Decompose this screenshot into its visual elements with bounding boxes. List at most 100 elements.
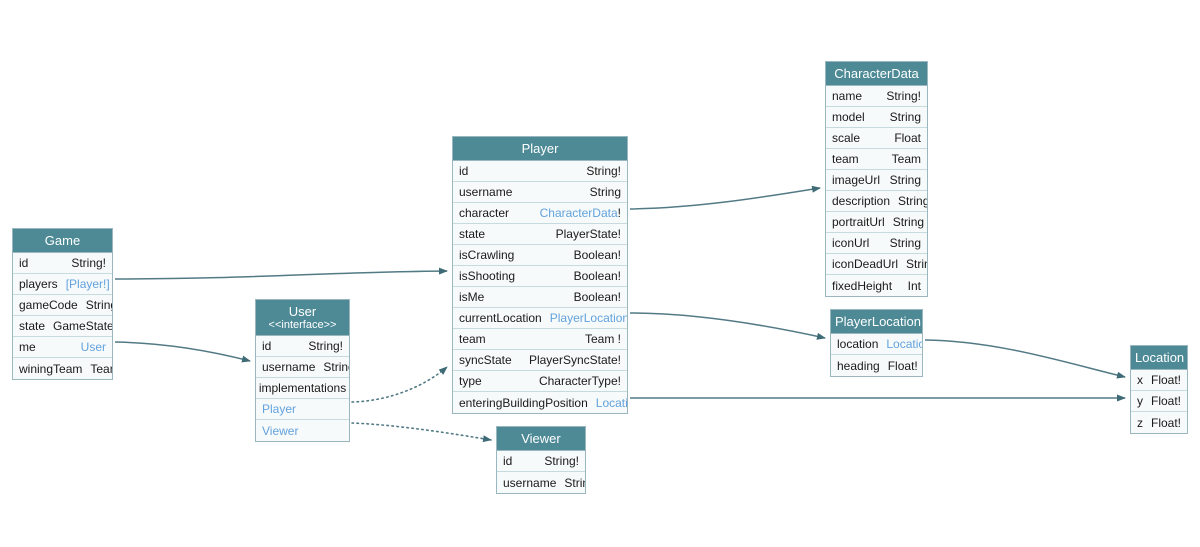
entity-stereotype: <<interface>> [268, 319, 337, 331]
entity-playerlocation[interactable]: PlayerLocation location Location! heading Fl… [830, 309, 923, 377]
implementation-viewer[interactable]: Viewer [256, 420, 349, 441]
edge-user-viewer-implements [351, 422, 492, 443]
field-row: gameCode String! [13, 295, 112, 316]
field-name: imageUrl [832, 173, 881, 187]
field-name: gameCode [19, 298, 78, 312]
field-type[interactable]: User [80, 340, 106, 354]
entity-header-playerlocation: PlayerLocation [831, 310, 922, 334]
entity-header-location: Location [1131, 346, 1187, 370]
field-type: Float! [1151, 394, 1182, 408]
field-type: String [889, 110, 921, 124]
implementation-name: Player [262, 402, 297, 416]
field-type: Boolean! [573, 248, 621, 262]
field-name: z [1137, 415, 1143, 430]
field-type: String! [308, 339, 343, 353]
field-type: Float! [887, 358, 918, 373]
field-name: id [459, 164, 469, 178]
field-name: winingTeam [19, 361, 83, 376]
field-name: team [459, 332, 486, 346]
field-type[interactable]: CharacterData! [539, 206, 621, 220]
field-type: PlayerSyncState! [528, 353, 621, 367]
field-name: me [19, 340, 36, 354]
field-name: type [459, 374, 482, 388]
field-name: state [19, 319, 46, 333]
field-name: currentLocation [459, 311, 542, 325]
field-row: me User [13, 337, 112, 358]
field-type[interactable]: [Player!] [65, 277, 110, 291]
field-name: username [503, 475, 557, 490]
field-name: state [459, 227, 486, 241]
field-type: Float [894, 131, 921, 145]
field-type: String! [85, 298, 112, 312]
edge-user-player-implements [351, 366, 448, 403]
field-type[interactable]: PlayerLocation! [549, 311, 627, 325]
edge-game-players-to-player [114, 267, 448, 280]
implementations-label: implementations [258, 381, 347, 395]
field-name: username [459, 185, 513, 199]
field-name: syncState [459, 353, 512, 367]
field-row: portraitUrl String [826, 212, 927, 233]
implementation-name: Viewer [262, 423, 299, 438]
field-type: String [589, 185, 621, 199]
edge-game-me-to-user [114, 341, 251, 363]
field-type[interactable]: Location! [886, 337, 922, 351]
field-name: iconUrl [832, 236, 870, 250]
field-name: heading [837, 358, 880, 373]
field-row: scale Float [826, 128, 927, 149]
field-type: Int [907, 278, 921, 293]
field-type: String [892, 215, 925, 229]
field-type: String! [544, 454, 579, 468]
field-row: username String [453, 182, 627, 203]
field-type: Float! [1151, 373, 1182, 387]
edge-player-currentlocation-to-playerlocation [629, 312, 826, 340]
field-name: players [19, 277, 58, 291]
implementation-player[interactable]: Player [256, 399, 349, 420]
field-type[interactable]: Location [595, 395, 627, 410]
field-type: Team [90, 361, 112, 376]
field-name: y [1137, 394, 1143, 408]
field-name: scale [832, 131, 861, 145]
field-name: location [837, 337, 879, 351]
field-row: type CharacterType! [453, 371, 627, 392]
field-type: Float! [1151, 415, 1182, 430]
field-type: Boolean! [573, 269, 621, 283]
field-name: portraitUrl [832, 215, 885, 229]
field-name: iconDeadUrl [832, 257, 899, 271]
field-name: enteringBuildingPosition [459, 395, 588, 410]
field-name: id [503, 454, 513, 468]
edge-playerlocation-location-to-location [924, 339, 1126, 379]
field-row: location Location! [831, 334, 922, 355]
field-type: String [906, 257, 927, 271]
field-type: String [323, 360, 349, 374]
entity-user[interactable]: User<<interface>>idString!usernameString… [255, 299, 350, 442]
field-row: state PlayerState! [453, 224, 627, 245]
field-type: PlayerState! [555, 227, 621, 241]
field-row: players [Player!] [13, 274, 112, 295]
field-type: CharacterType! [538, 374, 621, 388]
field-row: team Team ! [453, 329, 627, 350]
field-type: Team ! [584, 332, 621, 346]
field-row: id String! [497, 451, 585, 472]
entity-header-characterdata: CharacterData [826, 62, 927, 86]
field-row: syncState PlayerSyncState! [453, 350, 627, 371]
